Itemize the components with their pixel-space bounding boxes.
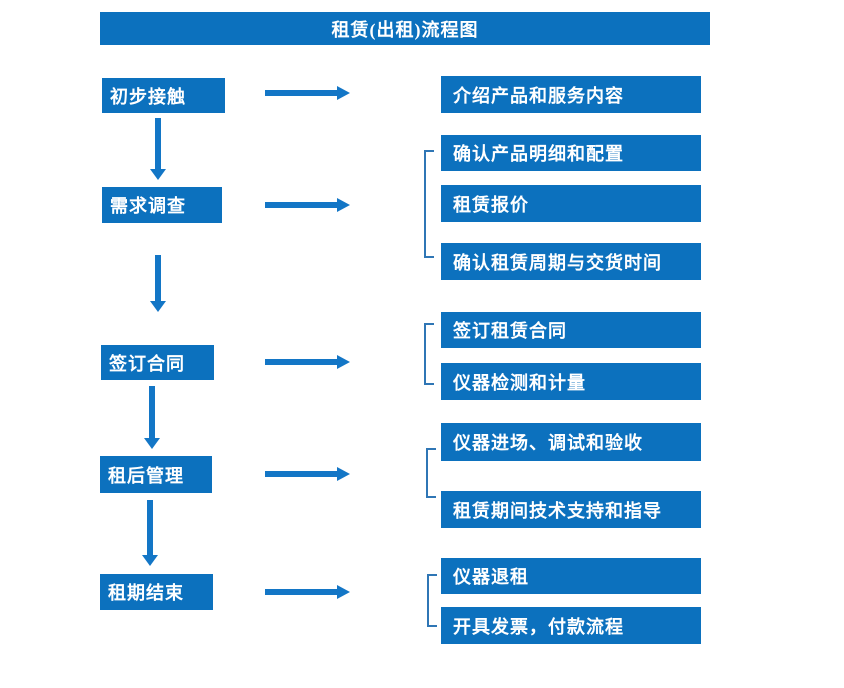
arrow-head <box>337 467 350 481</box>
arrow-shaft <box>265 359 337 365</box>
arrow-head <box>337 86 350 100</box>
output-box-confirm-details: 确认产品明细和配置 <box>441 135 701 171</box>
arrow-head <box>150 301 166 312</box>
output-box-instrument-testing: 仪器检测和计量 <box>441 363 701 400</box>
output-box-invoice-payment: 开具发票，付款流程 <box>441 607 701 644</box>
stage-box-initial-contact: 初步接触 <box>102 78 225 113</box>
bracket-icon <box>426 448 436 498</box>
arrow-right-icon <box>265 355 350 369</box>
arrow-head <box>144 438 160 449</box>
arrow-right-icon <box>265 467 350 481</box>
arrow-shaft <box>147 500 153 555</box>
arrow-head <box>142 555 158 566</box>
output-box-introduce-products: 介绍产品和服务内容 <box>441 76 701 113</box>
arrow-shaft <box>149 386 155 438</box>
bracket-icon <box>424 150 434 258</box>
bracket-icon <box>424 323 434 385</box>
arrow-right-icon <box>265 198 350 212</box>
arrow-shaft <box>265 90 337 96</box>
arrow-head <box>337 198 350 212</box>
arrow-down-icon <box>142 500 158 566</box>
arrow-right-icon <box>265 585 350 599</box>
arrow-shaft <box>155 255 161 301</box>
output-box-sign-rental-contract: 签订租赁合同 <box>441 312 701 348</box>
stage-box-post-rental-management: 租后管理 <box>100 456 212 493</box>
stage-box-sign-contract: 签订合同 <box>101 345 214 380</box>
arrow-shaft <box>265 471 337 477</box>
arrow-right-icon <box>265 86 350 100</box>
output-box-confirm-period: 确认租赁周期与交货时间 <box>441 243 701 280</box>
arrow-shaft <box>155 118 161 169</box>
arrow-head <box>337 585 350 599</box>
arrow-head <box>150 169 166 180</box>
output-box-rental-quote: 租赁报价 <box>441 185 701 222</box>
stage-box-lease-end: 租期结束 <box>100 574 213 610</box>
flowchart-title: 租赁(出租)流程图 <box>100 12 710 45</box>
output-box-instrument-return: 仪器退租 <box>441 558 701 594</box>
output-box-instrument-setup: 仪器进场、调试和验收 <box>441 423 701 461</box>
output-box-tech-support: 租赁期间技术支持和指导 <box>441 491 701 528</box>
arrow-shaft <box>265 202 337 208</box>
arrow-down-icon <box>150 118 166 180</box>
arrow-head <box>337 355 350 369</box>
bracket-icon <box>427 574 437 627</box>
arrow-shaft <box>265 589 337 595</box>
arrow-down-icon <box>150 255 166 312</box>
arrow-down-icon <box>144 386 160 449</box>
stage-box-demand-survey: 需求调查 <box>102 187 222 223</box>
